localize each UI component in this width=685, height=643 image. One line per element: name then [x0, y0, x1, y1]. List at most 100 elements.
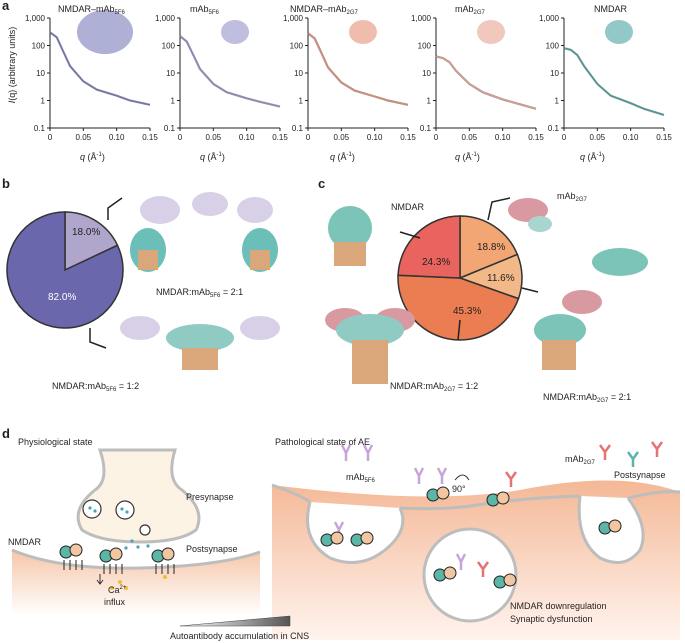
saxs-shape-model-5 [605, 20, 633, 44]
saxs-ytick-label-1: 1,000 [25, 14, 46, 23]
saxs-ytick-label-1: 10 [36, 69, 45, 78]
label-mab2g7-d: mAb2G7 [565, 454, 595, 466]
saxs-xtick-label-3: 0 [306, 133, 311, 142]
saxs-fit-curve-5 [563, 47, 665, 116]
saxs-fit-curve-4 [435, 55, 537, 110]
internalized-vesicle [422, 527, 518, 623]
saxs-ytick-label-2: 100 [162, 42, 176, 51]
saxs-ytick-label-3: 10 [294, 69, 303, 78]
endocytic-pit-left [306, 501, 405, 564]
mab2g7-antibodies [476, 441, 664, 577]
saxs-ytick-label-4: 1 [427, 97, 432, 106]
leader-mab [487, 197, 511, 221]
pie-c-slice-1 [459, 215, 519, 280]
label-accumulation: Autoantibody accumulation in CNS [170, 631, 310, 641]
saxs-shape-model-1 [77, 10, 133, 54]
label-rotation: 90° [452, 484, 466, 494]
label-dysfunction: Synaptic dysfunction [510, 614, 593, 624]
pie-c-slice-4 [397, 215, 461, 279]
saxs-xlabel-2: q (Å-1) [200, 152, 225, 162]
saxs-ytick-label-5: 100 [546, 42, 560, 51]
saxs-xlabel-5: q (Å-1) [580, 152, 605, 162]
left-nmdar-1 [59, 543, 83, 570]
panel-a-letter: a [2, 0, 10, 13]
saxs-xtick-label-2: 0.05 [206, 133, 222, 142]
pie-c-label-45: 45.3% [453, 306, 482, 317]
presynapse-terminal [76, 448, 201, 544]
saxs-xtick-label-2: 0 [178, 133, 183, 142]
panel-d-letter: d [2, 426, 10, 441]
saxs-ytick-label-1: 100 [32, 42, 46, 51]
accumulation-wedge [179, 615, 291, 627]
panel-b-pie-area [6, 192, 280, 370]
complex-2-1-structure [130, 192, 278, 272]
saxs-xlabel-3: q (Å-1) [330, 152, 355, 162]
saxs-ytick-label-3: 0.1 [292, 124, 304, 133]
saxs-xtick-label-1: 0.10 [109, 133, 125, 142]
label-presynapse: Presynapse [186, 492, 234, 502]
ca-influx-arrow [96, 574, 104, 585]
saxs-ytick-label-3: 1 [299, 97, 304, 106]
leader-21 [521, 287, 539, 293]
saxs-title-3: NMDAR–mAb2G7 [290, 4, 358, 16]
saxs-title-5: NMDAR [594, 4, 627, 14]
pie-c-label-18: 18.8% [477, 242, 506, 253]
saxs-xtick-label-4: 0 [434, 133, 439, 142]
saxs-xlabel-1: q (Å-1) [80, 152, 105, 162]
saxs-ytick-label-2: 10 [166, 69, 175, 78]
label-postsynapse-right: Postsynapse [614, 470, 666, 480]
left-nmdar-2 [99, 547, 123, 574]
label-downregulation: NMDAR downregulation [510, 601, 607, 611]
saxs-title-4: mAb2G7 [455, 4, 485, 16]
leader-line-12 [89, 328, 107, 349]
label-nmdar-d: NMDAR [8, 537, 41, 547]
saxs-ytick-label-5: 0.1 [548, 124, 560, 133]
saxs-ytick-label-4: 100 [418, 42, 432, 51]
right-nmdar-cluster [320, 486, 622, 589]
saxs-xtick-label-5: 0.15 [656, 133, 672, 142]
pie-c-label-24: 24.3% [422, 257, 451, 268]
panel-d-synapse-diagram [11, 441, 681, 640]
vesicle-1 [82, 499, 102, 519]
saxs-fit-curve-3 [307, 32, 409, 106]
left-nmdar-3 [151, 547, 175, 574]
panel-c-pie-chart [397, 215, 523, 341]
label-nmdar-mab5f6-12: NMDAR:mAb5F6 = 1:2 [52, 381, 140, 393]
saxs-ytick-label-1: 0.1 [34, 124, 46, 133]
complex-2g7-1-2-structure [325, 308, 415, 384]
pie-b-label-18: 18.0% [72, 227, 101, 238]
panel-c-letter: c [318, 176, 326, 191]
label-influx: influx [104, 597, 126, 607]
label-mab5f6: mAb5F6 [346, 472, 375, 484]
saxs-xlabel-4: q (Å-1) [455, 152, 480, 162]
panel-c-pie-area [325, 197, 648, 384]
saxs-ytick-label-3: 1,000 [283, 14, 304, 23]
saxs-ytick-label-4: 1,000 [411, 14, 432, 23]
saxs-ytick-label-5: 1,000 [539, 14, 560, 23]
label-mab2g7: mAb2G7 [557, 191, 587, 203]
vesicle-2 [115, 500, 135, 520]
label-ca: Ca2+ [108, 585, 127, 595]
saxs-xtick-label-5: 0.10 [623, 133, 639, 142]
rotation-arrow [454, 474, 470, 481]
saxs-title-1: NMDAR–mAb5F6 [58, 4, 125, 16]
saxs-xtick-label-1: 0.15 [142, 133, 158, 142]
saxs-xtick-label-3: 0.10 [367, 133, 383, 142]
pie-c-slice-3 [397, 274, 520, 341]
saxs-xtick-label-2: 0.15 [272, 133, 288, 142]
complex-2g7-2-1-structure [534, 248, 648, 370]
saxs-xtick-label-4: 0.05 [462, 133, 478, 142]
pie-c-label-11: 11.6% [487, 273, 515, 284]
saxs-data-curve-2 [179, 35, 281, 108]
mab2g7-structure [508, 198, 552, 232]
saxs-xtick-label-3: 0.05 [334, 133, 350, 142]
saxs-xtick-label-5: 0.05 [590, 133, 606, 142]
saxs-shape-model-3 [349, 20, 377, 44]
saxs-ytick-label-2: 1 [171, 97, 176, 106]
leader-line-21 [107, 197, 123, 220]
saxs-title-2: mAb5F6 [190, 4, 219, 16]
label-postsynapse-left: Postsynapse [186, 544, 238, 554]
pie-b-slice-1 [64, 211, 119, 272]
panel-b-letter: b [2, 176, 10, 191]
saxs-shape-model-4 [477, 20, 505, 44]
